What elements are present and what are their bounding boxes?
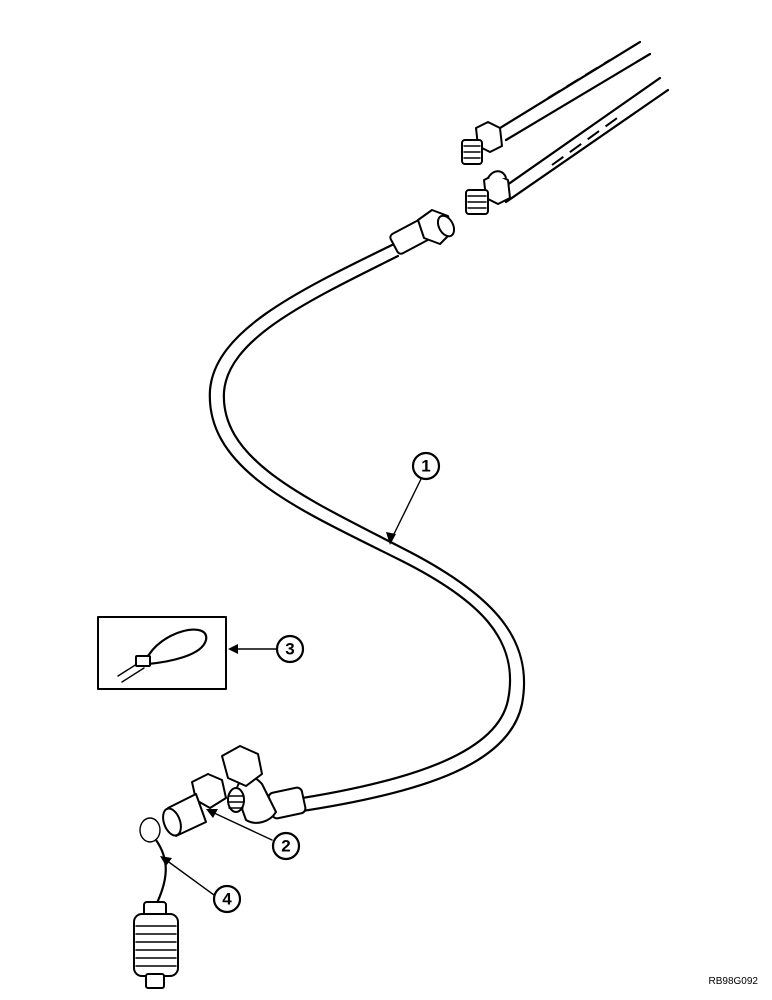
reference-code: RB98G092	[709, 976, 759, 987]
callout-1-label: 1	[421, 457, 430, 476]
hose-assembly	[208, 209, 526, 824]
existing-hydraulic-lines	[498, 40, 670, 204]
callout-1: 1	[411, 451, 441, 481]
upper-line-fitting	[461, 121, 503, 165]
leader-lines	[160, 474, 424, 896]
dust-cap	[133, 817, 179, 989]
callout-3: 3	[275, 634, 305, 664]
callout-3-label: 3	[285, 640, 294, 659]
adapter-fitting	[162, 773, 227, 837]
cable-tie-inset	[97, 616, 227, 690]
callout-4: 4	[212, 884, 242, 914]
callout-4-label: 4	[222, 890, 232, 909]
callout-2: 2	[271, 831, 301, 861]
lower-line-fitting	[465, 170, 511, 215]
callout-2-label: 2	[281, 837, 290, 856]
